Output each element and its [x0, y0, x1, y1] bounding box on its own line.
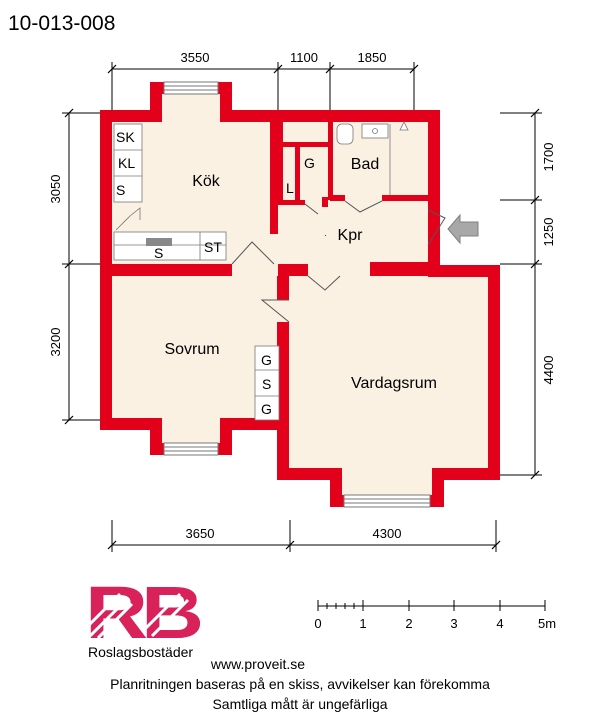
dimension-ticks	[64, 64, 540, 550]
scale-bar	[317, 600, 546, 611]
scale-label-5m: 5m	[538, 616, 556, 631]
interior-walls	[112, 122, 430, 420]
closet-label-sk: SK	[116, 129, 135, 145]
dim-right-living: 4400	[541, 356, 556, 385]
closet-label-kl: KL	[118, 155, 135, 171]
dim-bottom-bedroom: 3650	[186, 526, 215, 541]
roslagsbostader-logo: RB Roslagsbostäder	[84, 571, 207, 660]
scale-label-1: 1	[359, 616, 366, 631]
windows	[163, 81, 431, 508]
dim-left-kitchen: 3050	[48, 175, 63, 204]
logo-mark: RB	[85, 571, 201, 654]
dim-left-bedroom: 3200	[48, 328, 63, 357]
footer-disclaimer-2: Samtliga mått är ungefärliga	[212, 696, 388, 712]
logo-name: Roslagsbostäder	[88, 644, 193, 660]
footer-url: www.proveit.se	[210, 656, 306, 672]
scale-label-2: 2	[405, 616, 412, 631]
scale-label-3: 3	[450, 616, 457, 631]
floor	[112, 94, 488, 495]
dim-right-bath: 1700	[541, 143, 556, 172]
wardrobe-label-g-top: G	[261, 352, 272, 368]
bathroom-fixtures	[336, 121, 409, 195]
room-label-hall: Kpr	[338, 227, 364, 244]
wardrobe-label-g-bottom: G	[261, 401, 272, 417]
dim-top-closet: 1100	[290, 50, 318, 65]
sink-icon	[146, 238, 172, 246]
room-label-bathroom: Bad	[351, 156, 379, 173]
stove-label-st: ST	[204, 239, 222, 255]
kitchen-fixtures	[113, 123, 227, 261]
plan-id: 10-013-008	[8, 12, 115, 35]
room-label-bedroom: Sovrum	[164, 341, 219, 358]
scale-label-0: 0	[314, 616, 321, 631]
wardrobe-label-s: S	[262, 376, 271, 392]
room-label-kitchen: Kök	[192, 173, 221, 190]
counter-label-s: S	[154, 245, 163, 261]
dim-right-hall: 1250	[541, 218, 556, 247]
doors	[231, 200, 446, 323]
dim-top-bath: 1850	[358, 50, 387, 65]
closet-label-s-kitchen: S	[116, 182, 125, 198]
footer-disclaimer-1: Planritningen baseras på en skiss, avvik…	[110, 676, 490, 692]
dim-top-kitchen: 3550	[181, 50, 210, 65]
entrance-arrow-icon	[447, 213, 479, 245]
scale-label-4: 4	[496, 616, 503, 631]
closet-label-l: L	[286, 180, 294, 196]
closet-label-g: G	[304, 155, 315, 171]
bedroom-wardrobe	[254, 345, 280, 421]
room-label-living-room: Vardagsrum	[351, 375, 437, 392]
dim-bottom-living: 4300	[373, 526, 402, 541]
